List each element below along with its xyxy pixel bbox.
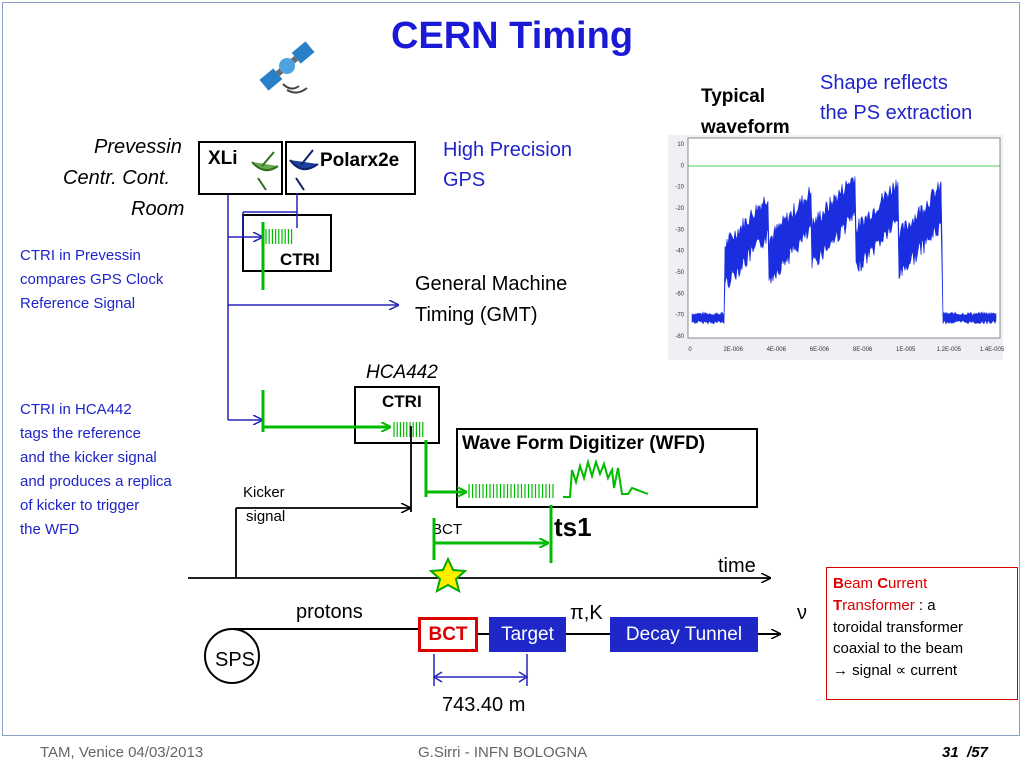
page-number: 31	[942, 744, 959, 761]
bct-small-label: BCT	[432, 521, 462, 538]
ctri-box-prevessin	[242, 214, 332, 272]
legend-line-4: coaxial to the beam	[833, 640, 964, 658]
time-axis-label: time	[718, 555, 756, 577]
room-label-3: Room	[131, 198, 185, 220]
nu-label: ν	[797, 602, 807, 624]
shape-label-1: Shape reflects	[820, 72, 948, 94]
footer-left: TAM, Venice 04/03/2013	[40, 744, 204, 761]
legend-line-1: Beam Current	[833, 575, 928, 592]
ctri-note2-5: of kicker to trigger	[20, 497, 140, 514]
hca-label: HCA442	[366, 362, 438, 383]
ctri-note1-1: CTRI in Prevessin	[20, 247, 141, 264]
footer-page: 31 /57	[942, 744, 988, 761]
ctri-label-hca: CTRI	[382, 392, 422, 411]
decay-tunnel-box: Decay Tunnel	[610, 617, 758, 652]
decay-tunnel-label: Decay Tunnel	[625, 624, 743, 645]
polarx-label: Polarx2e	[320, 150, 400, 171]
distance-label: 743.40 m	[442, 694, 526, 716]
bct-label: BCT	[428, 624, 468, 645]
ctri-note2-6: the WFD	[20, 521, 80, 538]
gmt-label-1: General Machine	[415, 273, 568, 295]
ctri-note1-3: Reference Signal	[20, 295, 136, 312]
slide-frame	[2, 2, 1020, 736]
typical-label-2: waveform	[701, 117, 790, 138]
slide-title: CERN Timing	[390, 15, 634, 57]
footer-center: G.Sirri - INFN BOLOGNA	[418, 744, 588, 761]
kicker-label-2: signal	[246, 508, 286, 525]
target-label: Target	[501, 624, 554, 645]
bct-legend: Beam Current Transformer : a toroidal tr…	[826, 567, 1018, 700]
xli-label: XLi	[208, 148, 238, 169]
protons-label: protons	[296, 601, 363, 623]
page-total: /57	[967, 744, 988, 761]
gps-label-2: GPS	[443, 169, 486, 191]
ctri-note2-1: CTRI in HCA442	[20, 401, 132, 418]
room-label-2: Centr. Cont.	[63, 167, 171, 189]
gmt-label-2: Timing (GMT)	[415, 304, 538, 326]
bct-box: BCT	[418, 617, 478, 652]
target-box: Target	[489, 617, 566, 652]
legend-line-3: toroidal transformer	[833, 618, 964, 636]
typical-label-3: (2011)	[701, 148, 755, 169]
typical-label-1: Typical	[701, 86, 766, 107]
legend-line-2: Transformer : a	[833, 596, 936, 614]
legend-line-5: → signal ∝ current	[833, 662, 958, 679]
shape-label-2: the PS extraction	[820, 102, 973, 124]
sps-label: SPS	[215, 649, 256, 671]
ctri-note2-4: and produces a replica	[20, 473, 172, 490]
ctri-label-prevessin: CTRI	[280, 250, 320, 269]
ctri-note2-3: and the kicker signal	[20, 449, 157, 466]
ctri-note1-2: compares GPS Clock	[20, 271, 164, 288]
room-label-1: Prevessin	[94, 136, 182, 158]
pik-label: π,K	[570, 602, 603, 624]
kicker-label-1: Kicker	[243, 484, 285, 501]
wfd-label: Wave Form Digitizer (WFD)	[462, 433, 706, 454]
ts1-label: ts1	[554, 512, 592, 542]
ctri-note2-2: tags the reference	[20, 425, 141, 442]
gps-label-1: High Precision	[443, 139, 572, 161]
